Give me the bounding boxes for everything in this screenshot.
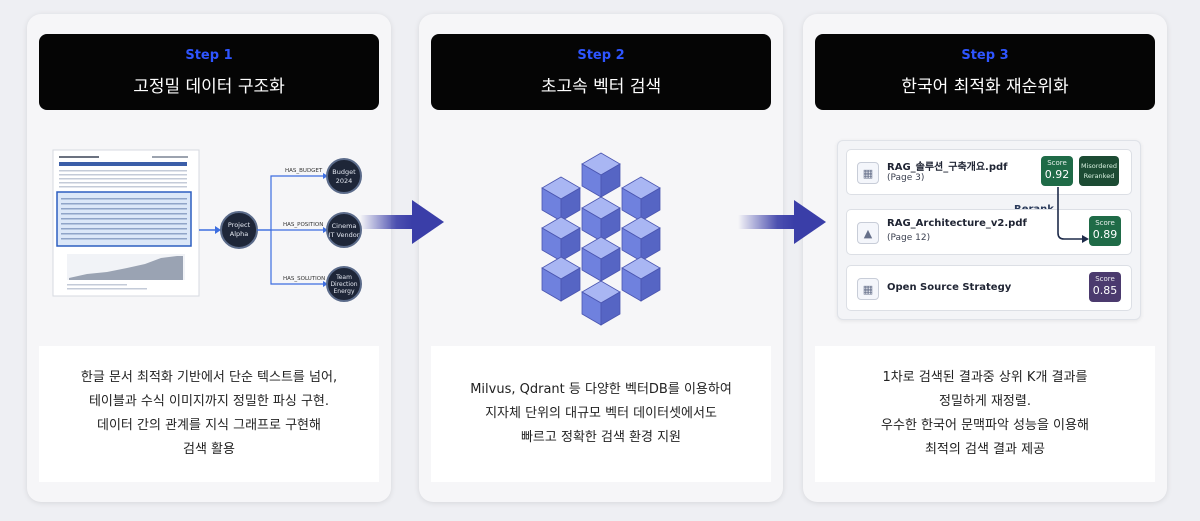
svg-text:Cinema: Cinema — [332, 222, 357, 230]
description-line: 한글 문서 최적화 기반에서 단순 텍스트를 넘어, — [80, 370, 338, 385]
svg-text:2024: 2024 — [336, 177, 353, 185]
step-1-description: 한글 문서 최적화 기반에서 단순 텍스트를 넘어, 테이블과 수식 이미지까지… — [39, 346, 379, 482]
svg-text:Energy: Energy — [333, 288, 354, 295]
result-file-name: RAG_Architecture_v2.pdf — [887, 218, 1027, 229]
svg-text:Direction: Direction — [330, 281, 357, 288]
step-3-visual: ▦ RAG_솔루션_구축개요.pdf (Page 3) Score 0.92 M… — [803, 124, 1167, 344]
svg-text:Team: Team — [335, 274, 352, 281]
step-3-label: Step 3 — [961, 48, 1009, 63]
document-icon: ▦ — [857, 278, 879, 300]
step-2-header: Step 2 초고속 벡터 검색 — [431, 34, 771, 110]
knowledge-graph-diagram: Project Alpha HAS_BUDGET HAS_POSITION HA… — [52, 149, 362, 302]
vector-cube-cluster-icon — [541, 152, 661, 326]
cube-shape — [541, 216, 581, 262]
flow-arrow-icon — [360, 200, 444, 244]
cube-shape — [621, 176, 661, 222]
flow-arrow-icon — [738, 200, 826, 244]
svg-text:Alpha: Alpha — [230, 230, 248, 238]
step-2-card: Step 2 초고속 벡터 검색 Milvus, Qdrant 등 다양한 벡터… — [419, 14, 783, 502]
svg-text:IT Vendor: IT Vendor — [329, 231, 360, 239]
score-badge: Score 0.92 — [1041, 156, 1073, 186]
step-1-header: Step 1 고정밀 데이터 구조화 — [39, 34, 379, 110]
cube-shape — [541, 176, 581, 222]
svg-text:Budget: Budget — [332, 168, 356, 176]
svg-text:Project: Project — [228, 221, 251, 229]
step-3-description: 1차로 검색된 결과중 상위 K개 결과를 정밀하게 재정렬. 우수한 한국어 … — [815, 346, 1155, 482]
score-badge: Score 0.85 — [1089, 272, 1121, 302]
cube-shape — [621, 216, 661, 262]
step-3-card: Step 3 한국어 최적화 재순위화 ▦ RAG_솔루션_구축개요.pdf (… — [803, 14, 1167, 502]
cube-shape — [581, 152, 621, 198]
description-line: 검색 활용 — [183, 442, 235, 457]
description-line: 정밀하게 재정렬. — [938, 394, 1031, 409]
description-line: 데이터 간의 관계를 지식 그래프로 구현해 — [97, 418, 321, 433]
description-line: 지자체 단위의 대규모 벡터 데이터셋에서도 — [485, 406, 717, 421]
step-1-label: Step 1 — [185, 48, 233, 63]
svg-text:HAS_POSITION: HAS_POSITION — [283, 222, 323, 228]
step-3-title: 한국어 최적화 재순위화 — [901, 77, 1069, 97]
result-file-name: Open Source Strategy — [887, 282, 1012, 293]
pdf-icon: ▲ — [857, 222, 879, 244]
result-row: ▦ RAG_솔루션_구축개요.pdf (Page 3) Score 0.92 M… — [846, 149, 1132, 195]
description-line: 최적의 검색 결과 제공 — [924, 442, 1046, 457]
description-line: 1차로 검색된 결과중 상위 K개 결과를 — [882, 370, 1088, 385]
step-2-description: Milvus, Qdrant 등 다양한 벡터DB를 이용하여 지자체 단위의 … — [431, 346, 771, 482]
step-3-header: Step 3 한국어 최적화 재순위화 — [815, 34, 1155, 110]
result-row: ▲ RAG_Architecture_v2.pdf (Page 12) Scor… — [846, 209, 1132, 255]
svg-text:HAS_SOLUTION: HAS_SOLUTION — [283, 276, 325, 282]
step-2-visual — [419, 124, 783, 344]
step-1-card: Step 1 고정밀 데이터 구조화 — [27, 14, 391, 502]
step-2-title: 초고속 벡터 검색 — [540, 77, 662, 97]
rerank-tag: Misordered Reranked — [1079, 156, 1119, 186]
result-file-name: RAG_솔루션_구축개요.pdf — [887, 162, 1008, 173]
svg-text:HAS_BUDGET: HAS_BUDGET — [285, 168, 323, 174]
cube-shape — [541, 256, 581, 302]
cube-shape — [581, 236, 621, 282]
description-line: Milvus, Qdrant 등 다양한 벡터DB를 이용하여 — [470, 382, 732, 397]
step-1-visual: Project Alpha HAS_BUDGET HAS_POSITION HA… — [27, 124, 391, 344]
result-row: ▦ Open Source Strategy Score 0.85 — [846, 265, 1132, 311]
step-1-title: 고정밀 데이터 구조화 — [133, 77, 285, 97]
step-2-label: Step 2 — [577, 48, 625, 63]
description-line: 우수한 한국어 문맥파악 성능을 이용해 — [881, 418, 1089, 433]
result-page: (Page 12) — [887, 233, 931, 243]
cube-shape — [621, 256, 661, 302]
rerank-results-panel: ▦ RAG_솔루션_구축개요.pdf (Page 3) Score 0.92 M… — [837, 140, 1141, 320]
description-line: 테이블과 수식 이미지까지 정밀한 파싱 구현. — [88, 394, 330, 409]
cube-shape — [581, 196, 621, 242]
document-icon: ▦ — [857, 162, 879, 184]
description-line: 빠르고 정확한 검색 환경 지원 — [520, 430, 682, 445]
document-thumbnail — [52, 149, 200, 297]
result-page: (Page 3) — [887, 173, 925, 183]
score-badge: Score 0.89 — [1089, 216, 1121, 246]
cube-shape — [581, 280, 621, 326]
